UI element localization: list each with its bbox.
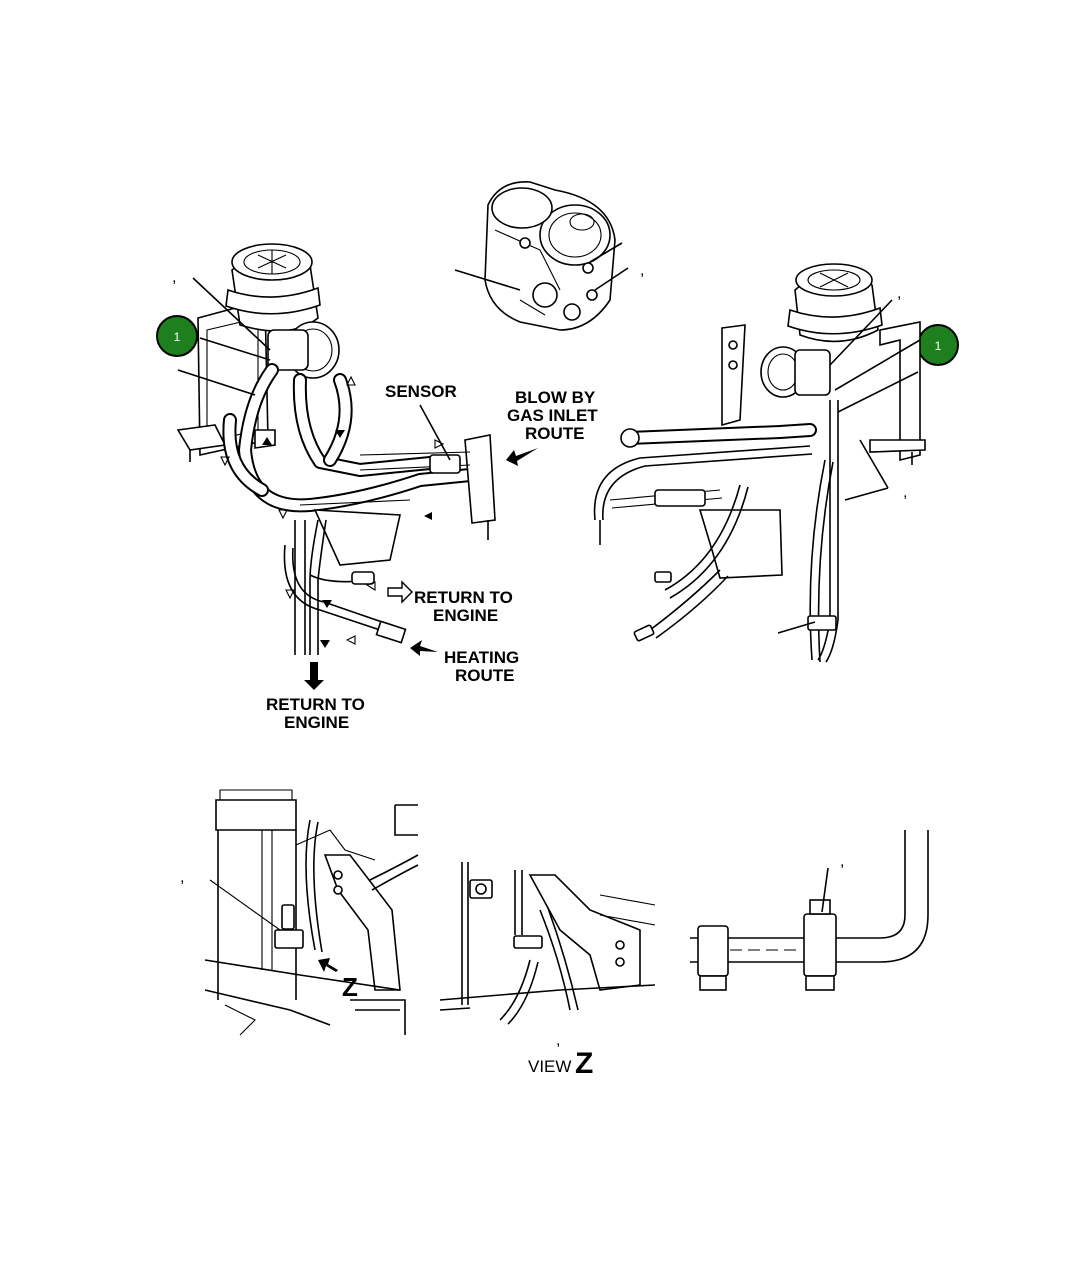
callout-left-number: 1 [174, 330, 181, 344]
top-inset-filter [454, 181, 629, 331]
view-label: VIEW [528, 1057, 571, 1076]
label-heating-1: HEATING [444, 648, 519, 667]
callout-left: 1 [156, 315, 198, 357]
label-return-right-2: ENGINE [433, 606, 498, 625]
label-return-right-1: RETURN TO [414, 588, 513, 607]
label-heating-2: ROUTE [455, 666, 515, 685]
comma-1: , [172, 269, 176, 286]
comma-view: , [556, 1032, 560, 1049]
left-assembly [176, 243, 538, 690]
label-return-bottom-2: ENGINE [284, 713, 349, 732]
comma-4: , [903, 484, 907, 501]
comma-5: , [180, 869, 184, 886]
view-letter: Z [575, 1047, 593, 1080]
detail-clamp [690, 830, 929, 991]
detail-left: Z [204, 789, 419, 1036]
comma-3: , [897, 285, 901, 302]
callout-right-number: 1 [935, 339, 942, 353]
right-assembly [593, 263, 926, 663]
label-return-bottom-1: RETURN TO [266, 695, 365, 714]
callout-right: 1 [917, 324, 959, 366]
z-marker: Z [342, 972, 358, 1002]
label-blowby-1: BLOW BY [515, 388, 596, 407]
comma-2: , [640, 262, 644, 279]
comma-6: , [840, 853, 844, 870]
label-sensor: SENSOR [385, 382, 457, 401]
label-blowby-3: ROUTE [525, 424, 585, 443]
detail-view-z: , VIEW Z [439, 862, 656, 1080]
label-blowby-2: GAS INLET [507, 406, 598, 425]
